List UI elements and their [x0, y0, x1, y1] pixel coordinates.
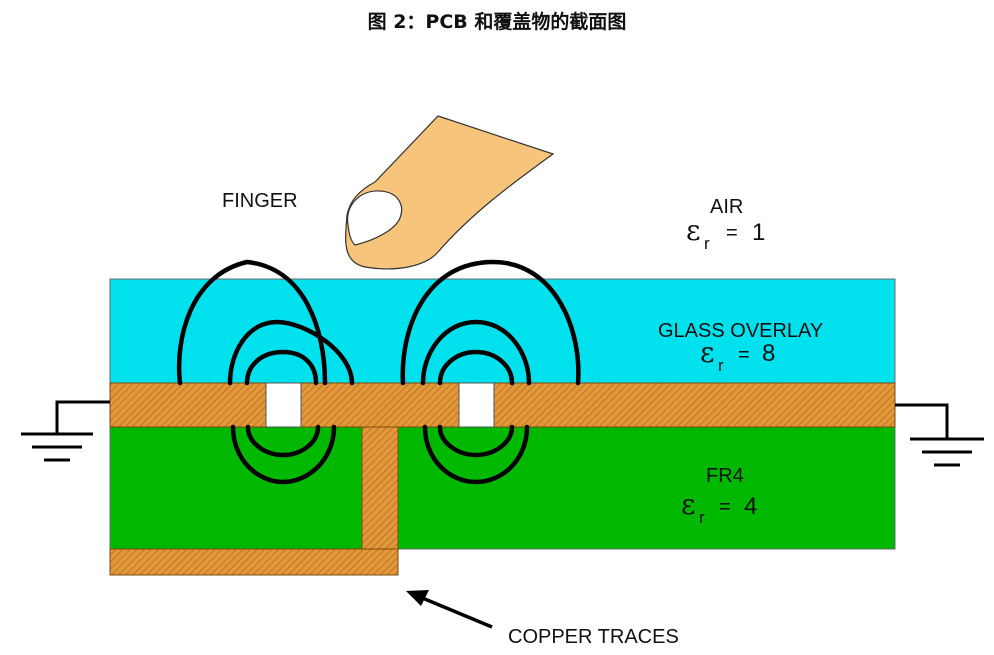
epsilon-subscript: r [718, 356, 724, 375]
air-permittivity: ε r = 1 [686, 214, 765, 253]
epsilon-subscript: r [699, 508, 705, 527]
copper-top-plane [109, 382, 896, 428]
field-line-right-bottom-outer [422, 424, 530, 485]
field-line-right-bottom-inner [437, 424, 515, 458]
field-line-right-outer [400, 259, 581, 386]
air-label: AIR [710, 196, 743, 218]
epsilon-symbol: ε [686, 214, 701, 247]
ground-symbol-left [21, 400, 110, 462]
equals-sign: = [726, 222, 738, 244]
fr4-permittivity-value: 4 [744, 493, 757, 520]
sensor-gap-left [265, 382, 302, 428]
ground-wire-left [55, 400, 110, 434]
field-line-left-inner [244, 349, 319, 386]
air-permittivity-value: 1 [752, 219, 765, 246]
field-line-right-middle [420, 319, 532, 386]
equals-sign: = [738, 344, 750, 366]
fr4-permittivity: ε r = 4 [681, 488, 757, 527]
field-line-right-inner [437, 349, 515, 386]
figure-caption: 图 2：PCB 和覆盖物的截面图 [367, 11, 627, 33]
field-line-left-middle [227, 319, 355, 386]
equals-sign: = [719, 496, 731, 518]
epsilon-symbol: ε [681, 488, 696, 521]
ground-wire-right [895, 403, 949, 439]
fingernail [347, 190, 403, 246]
finger-shape [345, 115, 555, 270]
copper-arrow-line [419, 595, 493, 629]
glass-permittivity: ε r = 8 [700, 336, 775, 375]
copper-arrow-head [406, 590, 429, 606]
fr4-label: FR4 [706, 465, 744, 487]
glass-overlay-label: GLASS OVERLAY [658, 320, 823, 342]
field-line-left-bottom-inner [245, 424, 321, 458]
copper-traces-label: COPPER TRACES [508, 626, 679, 648]
epsilon-subscript: r [704, 234, 710, 253]
ground-symbol-right [895, 403, 984, 467]
epsilon-symbol: ε [700, 336, 715, 369]
fr4-layer-right [397, 426, 896, 550]
copper-bottom-trace [109, 548, 399, 576]
finger-label: FINGER [222, 190, 298, 212]
glass-permittivity-value: 8 [762, 340, 775, 367]
field-line-left-bottom-outer [230, 424, 337, 485]
sensor-gap-right [458, 382, 495, 428]
